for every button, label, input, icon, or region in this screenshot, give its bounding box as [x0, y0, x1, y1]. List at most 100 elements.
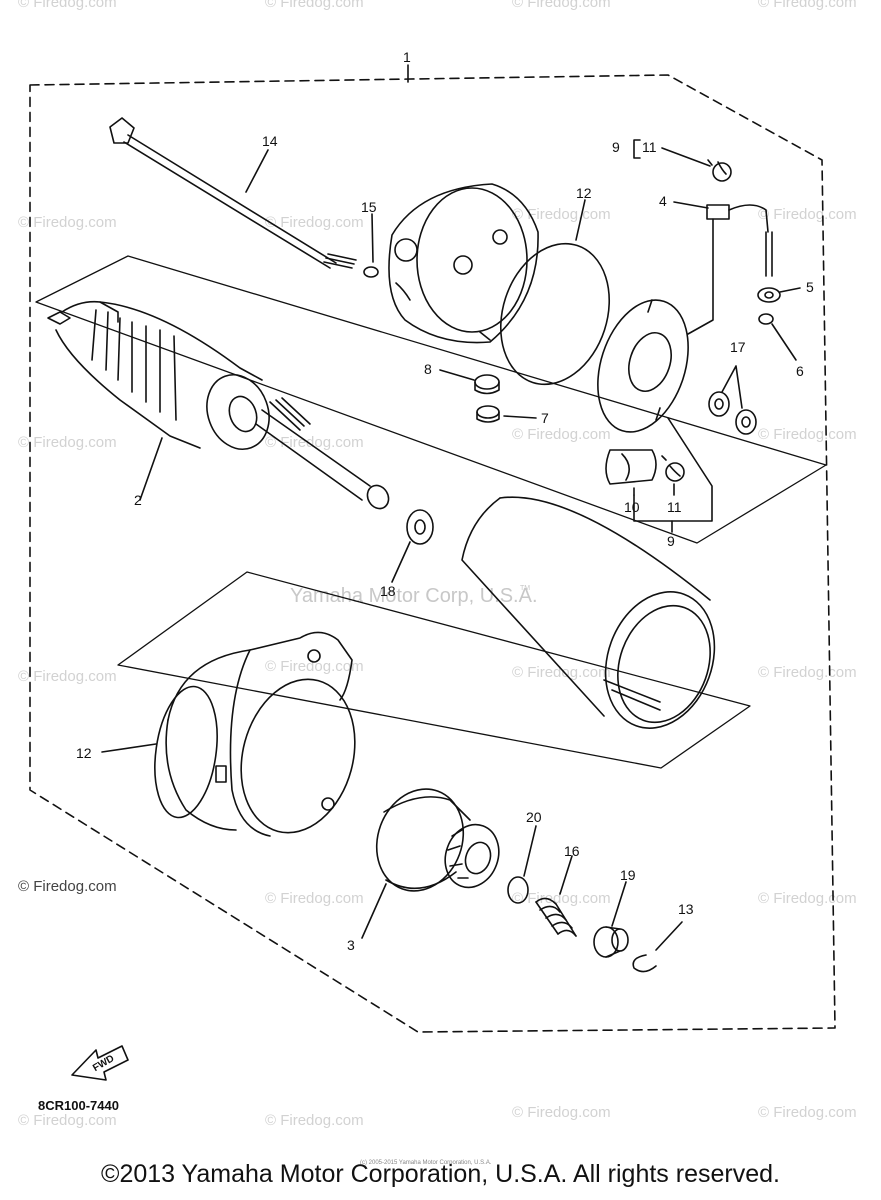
firedog-watermark: © Firedog.com	[265, 0, 364, 11]
leader-12-lower	[101, 743, 157, 753]
flange-nut	[474, 374, 500, 395]
leader-18	[391, 541, 411, 583]
leader-11-upper	[661, 147, 711, 167]
long-bolt	[109, 117, 357, 269]
washer-17b	[735, 409, 757, 435]
callout-8: 8	[424, 361, 432, 377]
armature	[47, 300, 390, 510]
pinion-clutch	[375, 788, 500, 892]
callout-11-upper: 11	[642, 139, 657, 155]
firedog-watermark: © Firedog.com	[758, 206, 857, 223]
firedog-watermark: © Firedog.com	[265, 658, 364, 675]
leader-8	[439, 369, 475, 381]
firedog-watermark: © Firedog.com	[18, 668, 117, 685]
callout-9-upper: 9	[612, 139, 620, 155]
leader-7	[503, 415, 537, 419]
washer-17a	[708, 391, 730, 417]
callout-5: 5	[806, 279, 814, 295]
gasket-upper	[499, 242, 611, 386]
firedog-watermark: © Firedog.com	[18, 0, 117, 11]
firedog-watermark: © Firedog.com	[758, 1104, 857, 1121]
callout-12-upper: 12	[576, 185, 592, 201]
washer-bolt	[757, 287, 781, 303]
leader-2	[139, 437, 163, 501]
o-ring-6	[758, 313, 774, 325]
gasket-lower	[154, 685, 218, 819]
rear-end-cover	[388, 183, 539, 344]
callout-1: 1	[403, 49, 411, 65]
bracket-9-lower	[633, 417, 713, 522]
part-code: 8CR100-7440	[38, 1098, 119, 1113]
callout-19: 19	[620, 867, 636, 883]
callout-16: 16	[564, 843, 580, 859]
brush-lead	[706, 204, 773, 277]
firedog-watermark: © Firedog.com	[758, 0, 857, 11]
callout-9-lower: 9	[667, 533, 675, 549]
collar-19	[593, 926, 629, 958]
front-cover	[165, 631, 356, 837]
callout-6: 6	[796, 363, 804, 379]
leader-6	[771, 323, 797, 361]
leader-20	[523, 825, 537, 877]
firedog-watermark: © Firedog.com	[18, 214, 117, 231]
circlip-13	[632, 954, 657, 973]
callout-18: 18	[380, 583, 396, 599]
copyright-footer: ©2013 Yamaha Motor Corporation, U.S.A. A…	[101, 1160, 780, 1188]
firedog-watermark: © Firedog.com	[18, 434, 117, 451]
tiny-copyright-notice: (c) 2005-2015 Yamaha Motor Corporation, …	[360, 1160, 492, 1166]
firedog-watermark: © Firedog.com	[265, 890, 364, 907]
yoke-plane	[117, 571, 751, 769]
leader-5	[779, 287, 801, 293]
brush-spring-lower	[661, 455, 685, 482]
leader-15	[371, 213, 374, 263]
leader-4b	[687, 218, 714, 335]
firedog-watermark: © Firedog.com	[265, 214, 364, 231]
hex-nut	[476, 405, 500, 423]
brush-holder	[605, 449, 657, 485]
firedog-watermark: © Firedog.com	[18, 1112, 117, 1129]
firedog-watermark: © Firedog.com	[758, 664, 857, 681]
washer-18	[406, 509, 434, 545]
armature-plane	[35, 255, 827, 544]
leader-16	[559, 855, 573, 895]
fwd-arrow-icon	[71, 1045, 129, 1081]
firedog-watermark: © Firedog.com	[512, 426, 611, 443]
spring-16	[535, 897, 577, 937]
callout-7: 7	[541, 410, 549, 426]
bracket-9-upper	[633, 139, 641, 159]
firedog-watermark: © Firedog.com	[265, 434, 364, 451]
firedog-watermark: © Firedog.com	[512, 0, 611, 11]
callout-4: 4	[659, 193, 667, 209]
fwd-label: FWD	[91, 1053, 116, 1074]
leader-4	[673, 201, 709, 209]
ring-20	[507, 876, 529, 904]
firedog-watermark: © Firedog.com	[512, 664, 611, 681]
firedog-watermark: © Firedog.com	[18, 878, 117, 895]
callout-15: 15	[361, 199, 377, 215]
callout-20: 20	[526, 809, 542, 825]
yamaha-center-watermark: Yamaha Motor Corp, U.S.A.	[290, 585, 538, 607]
callout-14: 14	[262, 133, 278, 149]
leader-14	[245, 149, 269, 193]
brush-spring-upper	[707, 159, 732, 182]
callout-13: 13	[678, 901, 694, 917]
trademark-mark: TM	[520, 585, 530, 592]
brush-plate	[597, 299, 689, 433]
callout-17: 17	[730, 339, 746, 355]
assembly-boundary	[29, 74, 836, 1033]
firedog-watermark: © Firedog.com	[512, 1104, 611, 1121]
leader-17	[721, 365, 743, 409]
firedog-watermark: © Firedog.com	[758, 890, 857, 907]
leader-19	[611, 881, 627, 927]
o-ring-small	[363, 266, 379, 278]
callout-10: 10	[624, 499, 640, 515]
callout-3: 3	[347, 937, 355, 953]
callout-12-lower: 12	[76, 745, 92, 761]
yoke	[461, 496, 716, 729]
leader-13	[655, 921, 683, 951]
firedog-watermark: © Firedog.com	[265, 1112, 364, 1129]
firedog-watermark: © Firedog.com	[758, 426, 857, 443]
firedog-watermark: © Firedog.com	[512, 206, 611, 223]
callout-2: 2	[134, 492, 142, 508]
